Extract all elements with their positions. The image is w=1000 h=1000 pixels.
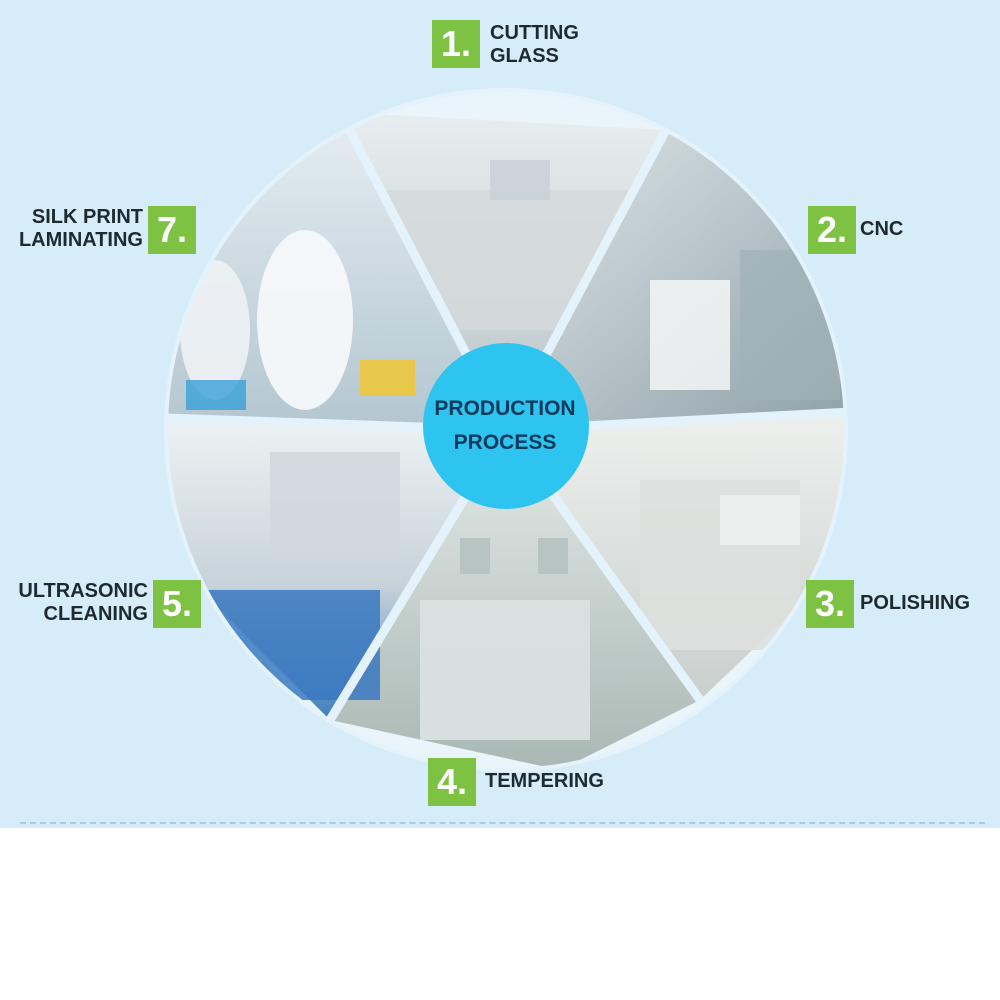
step-5-label: ULTRASONIC CLEANING [2, 580, 148, 626]
step-3-label-line1: POLISHING [860, 592, 971, 614]
step-3-label: POLISHING [860, 592, 970, 615]
step-4-badge: 4. [428, 758, 476, 806]
step-1-label-line1: CUTTING [490, 22, 579, 44]
step-7-label-line2: LAMINATING [18, 229, 143, 251]
step-1-label: CUTTING GLASS [490, 22, 579, 68]
segment-ultrasonic-cleaning [166, 418, 506, 720]
step-7-label: SILK PRINT LAMINATING [2, 206, 143, 252]
center-title-line1: PRODUCTION [434, 397, 576, 420]
step-4-label-line1: TEMPERING [485, 770, 604, 792]
step-7-label-line1: SILK PRINT [31, 206, 143, 228]
dashed-divider [20, 822, 985, 824]
step-1-label-line2: GLASS [490, 45, 559, 67]
center-title: PRODUCTION PROCESS [420, 392, 590, 460]
center-circle [423, 343, 589, 509]
step-5-label-line1: ULTRASONIC [18, 580, 148, 602]
step-1-badge: 1. [432, 20, 480, 68]
process-wheel [164, 88, 848, 772]
step-4-label: TEMPERING [485, 770, 604, 793]
step-2-label: CNC [860, 218, 903, 241]
step-7-badge: 7. [148, 206, 196, 254]
step-3-badge: 3. [806, 580, 854, 628]
step-5-badge: 5. [153, 580, 201, 628]
step-5-label-line2: CLEANING [43, 603, 148, 625]
step-2-badge: 2. [808, 206, 856, 254]
center-title-line2: PROCESS [453, 431, 557, 454]
step-2-label-line1: CNC [860, 218, 904, 240]
